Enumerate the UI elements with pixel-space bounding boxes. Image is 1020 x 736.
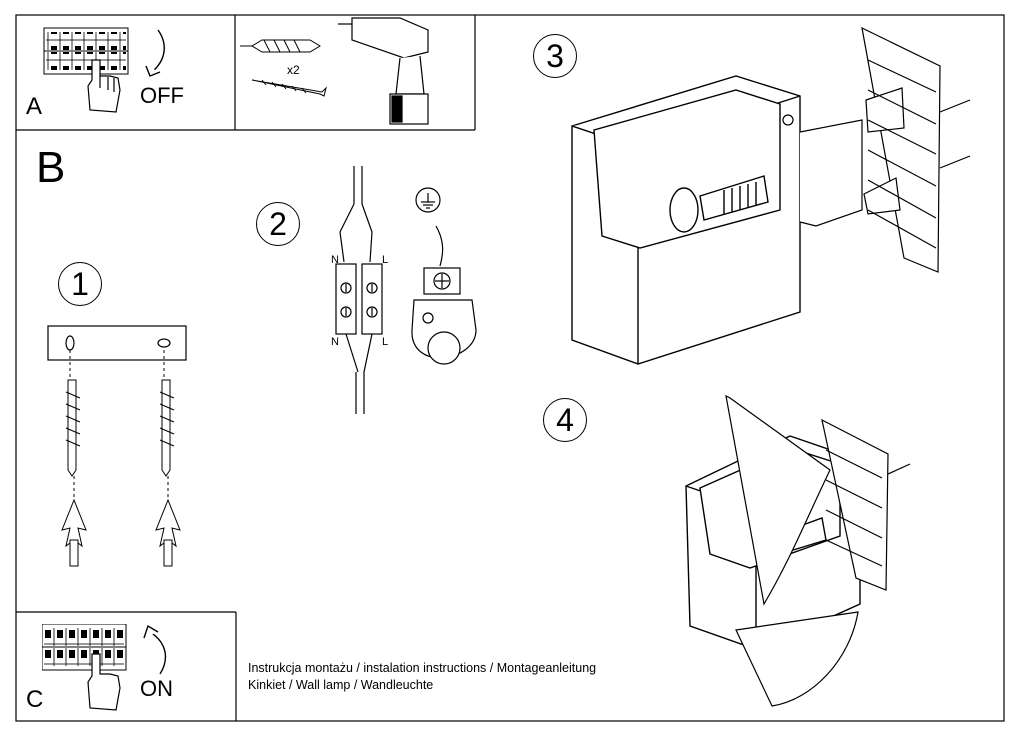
- caption-line-1: Instrukcja montażu / instalation instruc…: [248, 661, 597, 675]
- step-1-number: 1: [58, 262, 102, 306]
- arrow-up-icon: [143, 624, 167, 675]
- lamp-box-step3: [571, 75, 801, 365]
- wire-label-n-top: N: [331, 254, 339, 266]
- off-label: OFF: [140, 83, 184, 108]
- frame: [15, 14, 1005, 722]
- on-label: ON: [140, 676, 173, 701]
- wall-bracket-step3: [782, 26, 971, 273]
- panel-c-letter: C: [26, 686, 44, 713]
- arrow-down-icon: [145, 29, 165, 77]
- ground-icon: [415, 187, 441, 213]
- drill-icon: [338, 17, 429, 125]
- wall-bracket-step4: [821, 418, 911, 591]
- step-2-number: 2: [256, 202, 300, 246]
- mounting-plate-illustration: [47, 325, 187, 361]
- ground-terminal-illustration: [411, 225, 477, 365]
- panel-a-letter: A: [26, 93, 43, 120]
- anchor-right-icon: [155, 476, 181, 567]
- anchor-count-label: x2: [287, 63, 300, 77]
- lamp-cover-step4: [725, 394, 859, 707]
- wiring-diagram: [335, 166, 383, 414]
- screw-left-icon: [65, 350, 81, 477]
- wall-anchor-icon: [240, 39, 321, 53]
- hand-icon: [87, 59, 121, 113]
- breaker-panel-on-illustration: [42, 624, 127, 671]
- breaker-panel-off-illustration: [43, 27, 129, 75]
- caption-line-2: Kinkiet / Wall lamp / Wandleuchte: [248, 678, 434, 692]
- anchor-left-icon: [61, 476, 87, 567]
- wire-label-n-bottom: N: [331, 336, 339, 348]
- step-4-number: 4: [543, 398, 587, 442]
- step-3-number: 3: [533, 34, 577, 78]
- screw-icon: [251, 79, 327, 97]
- wire-label-l-bottom: L: [382, 336, 389, 348]
- hand-on-icon: [87, 653, 121, 711]
- screw-right-icon: [159, 350, 175, 477]
- panel-b-letter: B: [36, 143, 66, 192]
- wire-label-l-top: L: [382, 254, 389, 266]
